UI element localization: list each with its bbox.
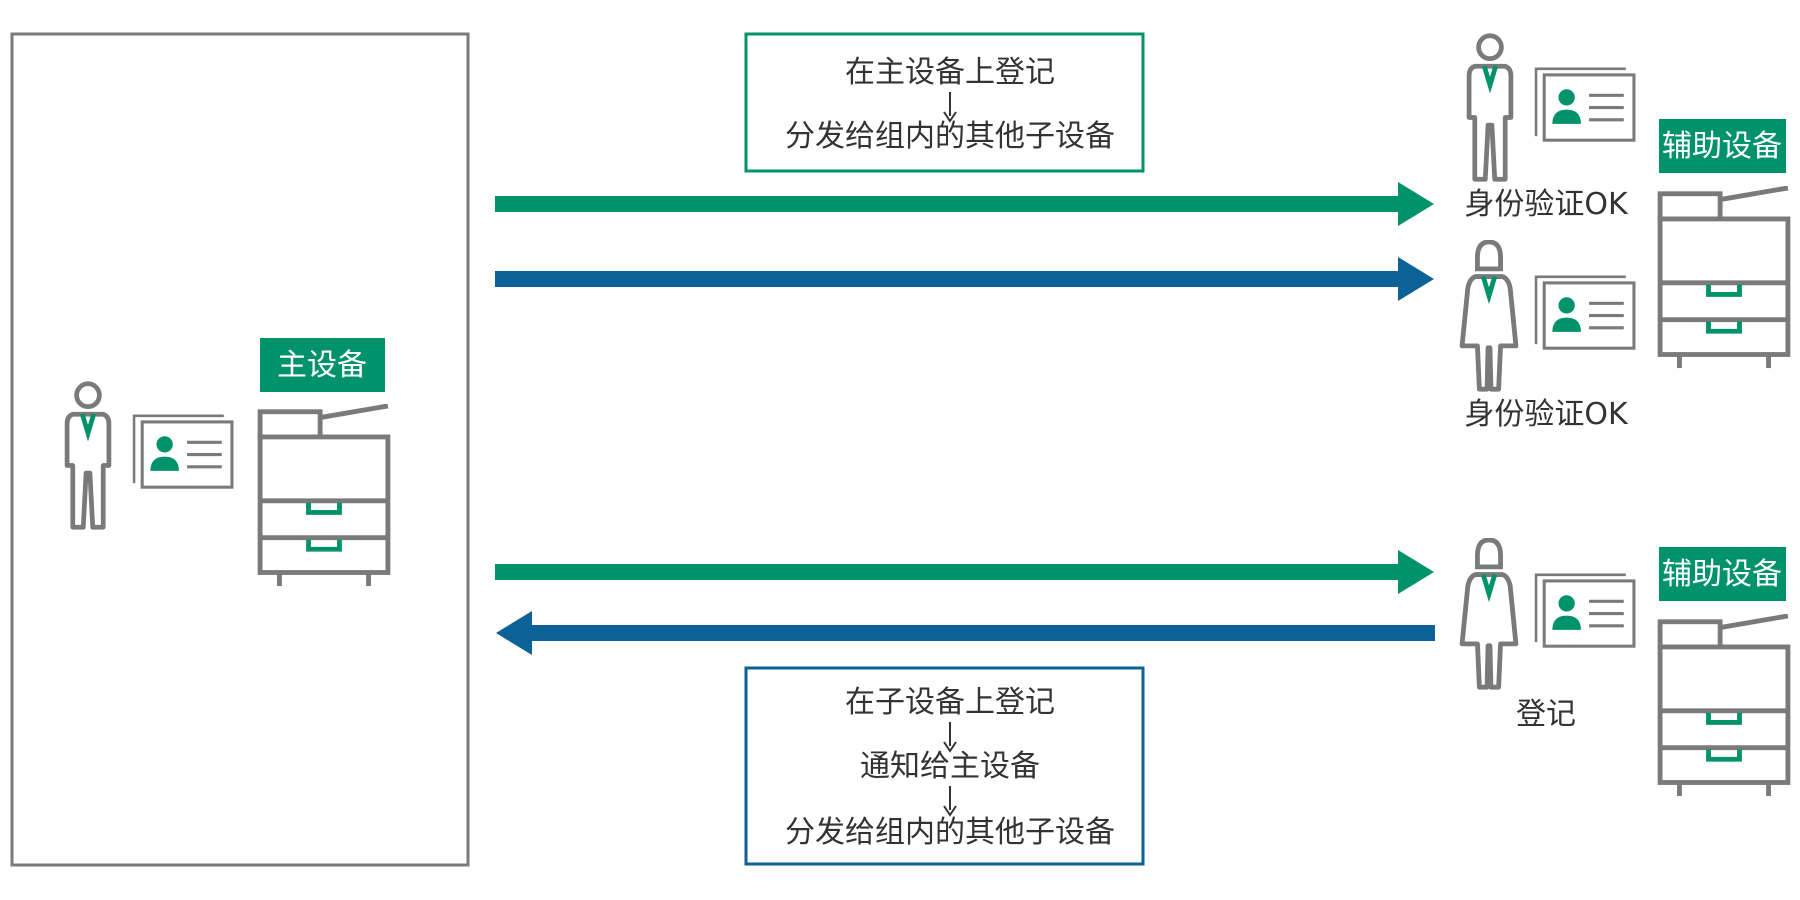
sub-device-bottom-label-box — [1659, 547, 1786, 601]
arrow-green-top — [495, 182, 1434, 226]
main-device-panel — [10, 32, 470, 867]
register-label: 登记 — [1516, 697, 1576, 732]
top-note-line1: 在主设备上登记 — [845, 55, 1055, 90]
id-card-icon — [1534, 275, 1636, 350]
auth-status-2: 身份验证OK — [1464, 397, 1629, 432]
arrow-blue-top — [495, 257, 1434, 301]
person-icon — [67, 384, 109, 527]
sub-device-top-label-box — [1659, 119, 1786, 173]
main-device-label-box — [260, 338, 385, 392]
person-icon — [1462, 242, 1516, 389]
id-card-icon — [132, 414, 234, 489]
printer-icon — [1660, 188, 1788, 368]
bottom-note-line2: 通知给主设备 — [860, 749, 1040, 784]
top-note-down-arrow-head — [943, 111, 957, 123]
arrow-green-bottom — [495, 550, 1434, 594]
id-card-icon — [1534, 67, 1636, 142]
printer-icon — [1660, 616, 1788, 796]
bottom-note-line1: 在子设备上登记 — [845, 685, 1055, 720]
sub-device-top-label: 辅助设备 — [1662, 129, 1782, 164]
main-device-label: 主设备 — [277, 348, 367, 383]
person-icon — [1469, 36, 1511, 179]
printer-icon — [260, 406, 388, 586]
sub-device-bottom-label: 辅助设备 — [1662, 557, 1782, 592]
top-note-line2: 分发给组内的其他子设备 — [785, 119, 1115, 154]
bottom-note-line3: 分发给组内的其他子设备 — [785, 815, 1115, 850]
id-card-icon — [1534, 573, 1636, 648]
arrow-blue-bottom — [496, 611, 1435, 655]
person-icon — [1462, 540, 1516, 687]
bottom-note-down-arrow-head-1 — [943, 741, 957, 753]
bottom-note-box — [744, 666, 1145, 866]
top-note-box — [744, 32, 1145, 173]
bottom-note-down-arrow-head-2 — [943, 805, 957, 817]
auth-status-1: 身份验证OK — [1464, 187, 1629, 222]
